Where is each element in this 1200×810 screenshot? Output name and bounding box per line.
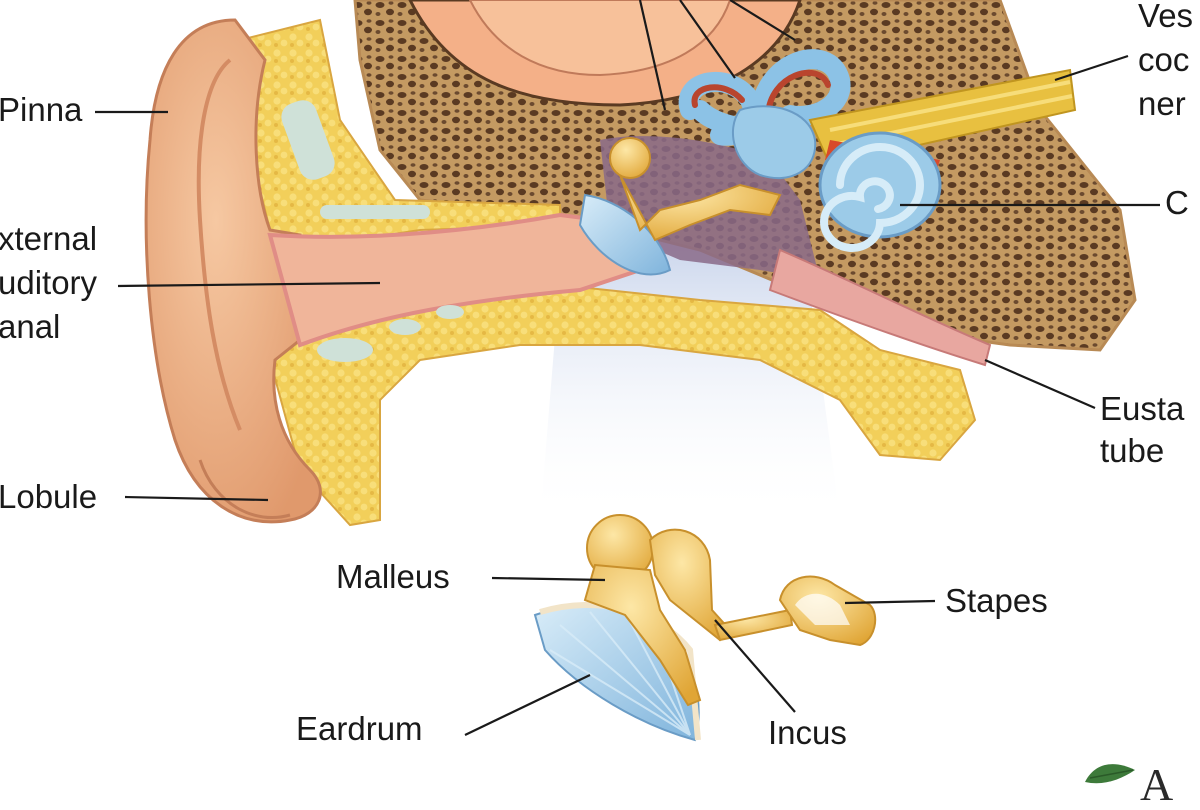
incus-process <box>713 608 794 642</box>
malleus-body <box>583 563 702 707</box>
cartilage-1 <box>281 100 335 180</box>
semicircular-canals-core <box>691 69 831 118</box>
leader-top-2 <box>679 0 736 79</box>
leader-nerve <box>1054 54 1129 82</box>
cartilage-2 <box>320 205 430 219</box>
leader-lines <box>95 0 1160 736</box>
incus-body <box>648 528 732 642</box>
leader-top-1 <box>638 0 667 111</box>
label-vestibulocochlear-nerve-3: ner <box>1138 85 1186 122</box>
label-external-auditory-canal-1: xternal <box>0 220 98 257</box>
leader-top-3 <box>729 0 796 41</box>
ossicle-chain-enlarged <box>533 514 877 742</box>
leader-stapes <box>844 599 936 605</box>
leader-eardrum <box>464 674 591 736</box>
fat-tissue-lower <box>268 283 977 527</box>
brand-leaf-logo <box>1085 764 1135 784</box>
leader-lobule <box>124 495 269 502</box>
label-eustachian-tube-1: Eusta <box>1100 390 1185 427</box>
label-vestibulocochlear-nerve-1: Ves <box>1138 0 1194 34</box>
label-cochlea: C <box>1165 184 1189 221</box>
pinna-shape <box>144 18 322 524</box>
label-eardrum: Eardrum <box>296 710 423 747</box>
label-vestibulocochlear-nerve-2: coc <box>1138 41 1190 78</box>
label-lobule: Lobule <box>0 478 98 515</box>
leader-incus <box>714 619 796 713</box>
leader-external-canal <box>117 281 381 288</box>
label-incus: Incus <box>768 714 847 751</box>
label-external-auditory-canal-2: uditory <box>0 264 98 301</box>
label-external-auditory-canal-3: anal <box>0 308 61 345</box>
brain-region-inner <box>468 0 732 77</box>
leader-malleus <box>491 576 606 582</box>
eardrum-in-situ <box>578 193 672 276</box>
cochlea-shape <box>818 131 942 252</box>
leader-eustachian <box>984 358 1096 410</box>
ossicles-in-situ <box>619 174 782 242</box>
lobule-shape <box>198 459 291 520</box>
cartilage-5 <box>436 305 464 319</box>
malleus-in-situ-head <box>609 137 651 179</box>
cartilage-4 <box>389 319 421 335</box>
brand-text: A <box>1140 759 1174 810</box>
label-pinna: Pinna <box>0 91 83 128</box>
vestibule <box>731 105 817 180</box>
label-stapes: Stapes <box>945 582 1048 619</box>
eustachian-tube-shape <box>768 248 992 367</box>
label-eustachian-tube-2: tube <box>1100 432 1165 469</box>
pinna-fold <box>196 58 242 431</box>
label-malleus: Malleus <box>336 558 450 595</box>
cartilage-3 <box>317 338 373 362</box>
